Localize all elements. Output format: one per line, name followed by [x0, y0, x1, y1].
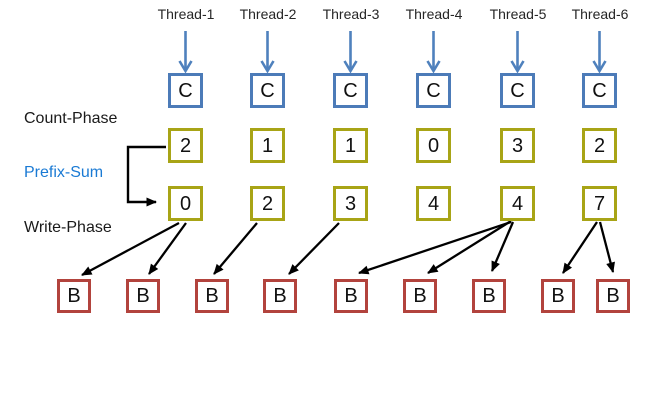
write-arrow-t2-b3 [213, 222, 258, 275]
count-value-thread-4: 0 [416, 128, 451, 163]
count-value-thread-1: 2 [168, 128, 203, 163]
write-arrow-t5-b7 [490, 221, 515, 272]
bucket-box-5: B [334, 279, 368, 313]
write-arrow-t6-b8 [562, 221, 598, 274]
prefix-sum-label: Prefix-Sum [24, 164, 104, 181]
thread-label-3: Thread-3 [322, 6, 380, 22]
input-arrowhead-thread-6 [592, 60, 607, 74]
thread-label-5: Thread-5 [489, 6, 547, 22]
counter-box-thread-3: C [333, 73, 368, 108]
bucket-box-1: B [57, 279, 91, 313]
write-arrow-t6-b9 [598, 221, 615, 273]
prefix-feedback-arrow [126, 145, 166, 207]
thread-label-2: Thread-2 [239, 6, 297, 22]
input-arrowhead-thread-5 [510, 60, 525, 74]
write-arrow-t3-b4 [288, 222, 340, 275]
prefix-value-thread-5: 4 [500, 186, 535, 221]
bucket-box-9: B [596, 279, 630, 313]
write-arrow-t5-b6 [427, 220, 512, 274]
counter-box-thread-6: C [582, 73, 617, 108]
write-arrows [81, 220, 615, 277]
counter-box-thread-5: C [500, 73, 535, 108]
input-arrowhead-thread-2 [260, 60, 275, 74]
prefix-value-thread-2: 2 [250, 186, 285, 221]
count-value-thread-2: 1 [250, 128, 285, 163]
thread-label-6: Thread-6 [571, 6, 629, 22]
bucket-box-6: B [403, 279, 437, 313]
bucket-box-2: B [126, 279, 160, 313]
count-value-thread-5: 3 [500, 128, 535, 163]
bucket-box-4: B [263, 279, 297, 313]
count-value-thread-6: 2 [582, 128, 617, 163]
bucket-box-8: B [541, 279, 575, 313]
bucket-box-3: B [195, 279, 229, 313]
counter-box-thread-4: C [416, 73, 451, 108]
bucket-box-7: B [472, 279, 506, 313]
input-arrowhead-thread-1 [178, 60, 193, 74]
count-value-thread-3: 1 [333, 128, 368, 163]
input-arrowhead-thread-3 [343, 60, 358, 74]
prefix-value-thread-3: 3 [333, 186, 368, 221]
input-arrowhead-thread-4 [426, 60, 441, 74]
count-phase-label: Count-Phase [24, 110, 118, 127]
write-arrow-t5-b5 [358, 220, 512, 275]
thread-input-arrows [178, 31, 607, 74]
prefix-value-thread-6: 7 [582, 186, 617, 221]
write-arrow-t1-b1 [81, 221, 180, 277]
counter-box-thread-2: C [250, 73, 285, 108]
thread-label-1: Thread-1 [157, 6, 215, 22]
counter-box-thread-1: C [168, 73, 203, 108]
thread-label-4: Thread-4 [405, 6, 463, 22]
write-arrow-t1-b2 [148, 222, 187, 275]
prefix-value-thread-4: 4 [416, 186, 451, 221]
write-phase-label: Write-Phase [24, 219, 112, 236]
prefix-value-thread-1: 0 [168, 186, 203, 221]
